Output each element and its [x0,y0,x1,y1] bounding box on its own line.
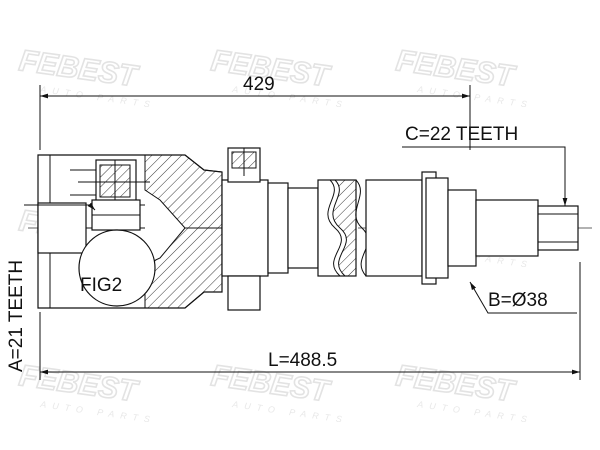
leader-b-diameter: B=Ø38 [469,281,577,314]
detail-circle [78,229,156,307]
leader-c-teeth: C=22 TEETH [402,124,568,206]
teeth-inner-group: A=21 TEETH [6,202,96,372]
detail-callout-label: FIG2 [80,275,122,296]
watermark-brand: FEBEST [394,44,518,94]
diameter-label: B=Ø38 [488,290,548,311]
dimension-429-label: 429 [243,74,275,95]
shaft [221,147,579,311]
watermark-brand: FEBEST [17,44,141,94]
watermark-brand: FEBEST [394,359,518,409]
dimension-total: L=488.5 [39,262,581,380]
teeth-outer-label: C=22 TEETH [405,124,518,145]
dimension-total-label: L=488.5 [268,350,337,371]
watermark-brand: FEBEST [17,359,141,409]
teeth-inner-label: A=21 TEETH [6,260,27,372]
dimension-429: 429 [39,74,471,150]
